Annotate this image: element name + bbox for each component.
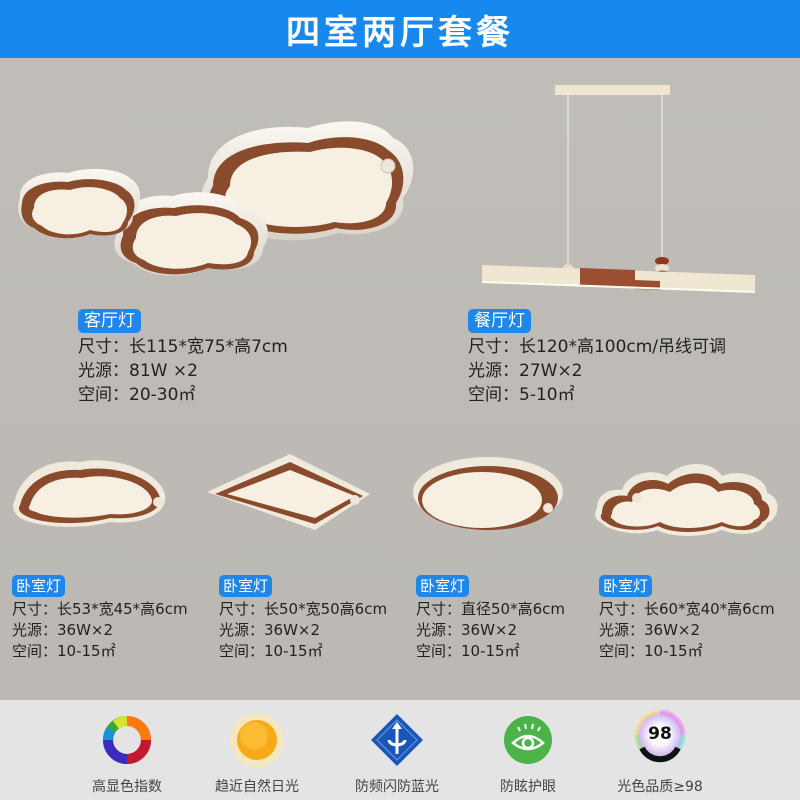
bedroom-1-badge: 卧室灯: [12, 575, 66, 597]
feature-natural-light: 趋近自然日光: [187, 700, 327, 800]
bedroom-2-size: 尺寸：长50*宽50高6cm: [219, 600, 388, 618]
page-title: 四室两厅套餐: [286, 12, 514, 53]
bedroom-1-area: 空间：10-15㎡: [12, 642, 116, 660]
header-banner: 四室两厅套餐: [0, 0, 800, 58]
bedroom-3-area: 空间：10-15㎡: [416, 642, 520, 660]
feature-label: 高显色指数: [92, 779, 162, 795]
feature-label: 趋近自然日光: [215, 779, 299, 795]
bedroom-lamp-3-image: [413, 457, 563, 530]
color-wheel-icon: [97, 710, 157, 770]
bedroom-3-badge: 卧室灯: [416, 575, 470, 597]
quality-badge-value: 98: [648, 724, 672, 744]
bedroom-4-power: 光源：36W×2: [599, 621, 701, 639]
feature-color-quality: 98 光色品质≥98: [590, 700, 730, 800]
living-room-spec: 客厅灯 尺寸：长115*宽75*高7cm 光源：81W ×2 空间：20-30㎡: [78, 309, 288, 407]
bedroom-lamp-2-image: [207, 454, 370, 530]
living-room-badge: 客厅灯: [78, 309, 141, 333]
feature-label: 防频闪防蓝光: [355, 779, 439, 795]
color-quality-98-icon: 98: [630, 710, 690, 770]
feature-anti-glare: 防眩护眼: [458, 700, 598, 800]
living-room-power: 光源：81W ×2: [78, 361, 198, 381]
bedroom-2-area: 空间：10-15㎡: [219, 642, 323, 660]
bedroom-lamp-1-image: [13, 460, 166, 527]
bedroom-4-size: 尺寸：长60*宽40*高6cm: [599, 600, 775, 618]
bedroom-4-badge: 卧室灯: [599, 575, 653, 597]
bedroom-4-spec: 卧室灯 尺寸：长60*宽40*高6cm 光源：36W×2 空间：10-15㎡: [599, 575, 775, 662]
bedroom-1-spec: 卧室灯 尺寸：长53*宽45*高6cm 光源：36W×2 空间：10-15㎡: [12, 575, 188, 662]
feature-anti-flicker: 防频闪防蓝光: [327, 700, 467, 800]
living-room-lamp-image: [18, 121, 414, 276]
bedroom-1-size: 尺寸：长53*宽45*高6cm: [12, 600, 188, 618]
bedroom-3-power: 光源：36W×2: [416, 621, 518, 639]
eye-icon: [498, 710, 558, 770]
dining-room-spec: 餐厅灯 尺寸：长120*高100cm/吊线可调 光源：27W×2 空间：5-10…: [468, 309, 726, 407]
feature-label: 光色品质≥98: [617, 779, 703, 795]
dining-room-badge: 餐厅灯: [468, 309, 531, 333]
bedroom-2-badge: 卧室灯: [219, 575, 273, 597]
bedroom-2-power: 光源：36W×2: [219, 621, 321, 639]
living-room-area: 空间：20-30㎡: [78, 385, 196, 405]
feature-label: 防眩护眼: [500, 779, 556, 795]
bedroom-3-size: 尺寸：直径50*高6cm: [416, 600, 565, 618]
feature-color-index: 高显色指数: [57, 700, 197, 800]
bedroom-lamp-4-image: [595, 464, 778, 536]
bedroom-4-area: 空间：10-15㎡: [599, 642, 703, 660]
dining-room-pendant-image: [481, 85, 756, 293]
bedroom-3-spec: 卧室灯 尺寸：直径50*高6cm 光源：36W×2 空间：10-15㎡: [416, 575, 565, 662]
anti-flicker-diamond-icon: [367, 710, 427, 770]
dining-room-power: 光源：27W×2: [468, 361, 583, 381]
living-room-size: 尺寸：长115*宽75*高7cm: [78, 337, 288, 357]
dining-room-area: 空间：5-10㎡: [468, 385, 575, 405]
sun-icon: [227, 710, 287, 770]
bedroom-1-power: 光源：36W×2: [12, 621, 114, 639]
dining-room-size: 尺寸：长120*高100cm/吊线可调: [468, 337, 727, 357]
bedroom-2-spec: 卧室灯 尺寸：长50*宽50高6cm 光源：36W×2 空间：10-15㎡: [219, 575, 387, 662]
features-bar: 高显色指数 趋近自然日光 防: [0, 700, 800, 800]
